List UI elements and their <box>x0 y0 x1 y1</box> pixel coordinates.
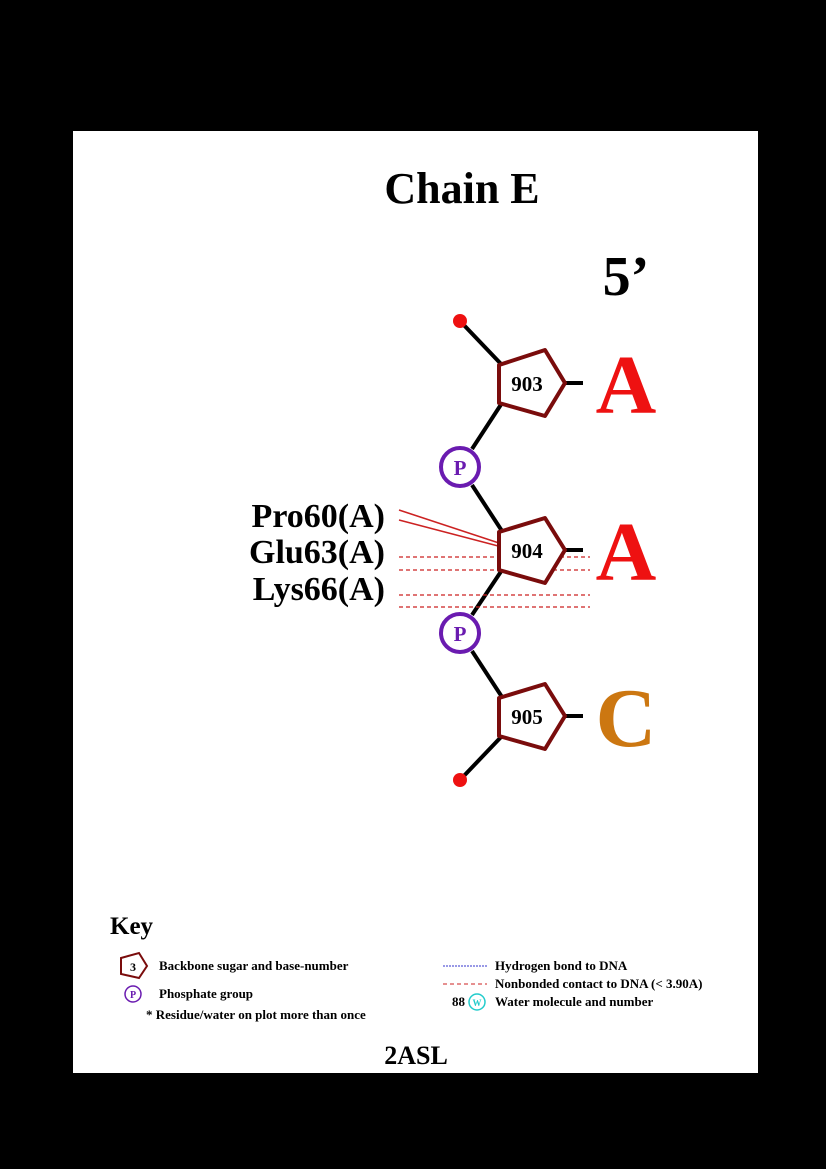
key-water-symbol: W <box>473 998 482 1008</box>
key-hbond-item: Hydrogen bond to DNA <box>443 958 628 973</box>
base-letter: A <box>596 506 657 599</box>
key-title: Key <box>110 913 154 940</box>
base-letter: C <box>596 672 657 765</box>
key-sugar-label: Backbone sugar and base-number <box>159 958 349 973</box>
chain-title: Chain E <box>384 164 539 213</box>
terminal-phosphate-dot <box>453 773 467 787</box>
sugar-904: 904 <box>497 516 567 585</box>
key-repeat-note: * Residue/water on plot more than once <box>146 1007 366 1022</box>
nonbonded-contacts <box>398 509 590 608</box>
sugar-903: 903 <box>497 348 567 418</box>
sugar-number: 905 <box>511 705 543 729</box>
key-water-number: 88 <box>452 994 466 1009</box>
key-water-item: 88 W Water molecule and number <box>452 993 654 1011</box>
base-letter: A <box>596 339 657 432</box>
sugar-905: 905 <box>497 682 567 751</box>
pdb-id: 2ASL <box>384 1041 448 1070</box>
phosphate-group: P <box>439 446 481 488</box>
residue-label: Glu63(A) <box>249 534 385 571</box>
terminal-phosphate-dot <box>453 314 467 328</box>
five-prime-label: 5’ <box>603 246 650 308</box>
key-phosphate-symbol: P <box>130 990 136 1001</box>
key-water-label: Water molecule and number <box>495 994 654 1009</box>
residue-label: Pro60(A) <box>252 498 385 535</box>
key-phosphate-item: P Phosphate group <box>124 985 253 1003</box>
phosphate-label: P <box>454 622 467 646</box>
key-sugar-number: 3 <box>130 960 136 974</box>
key-hbond-label: Hydrogen bond to DNA <box>495 958 628 973</box>
phosphate-group: P <box>439 612 481 654</box>
sugar-number: 903 <box>511 372 543 396</box>
backbone-bonds <box>458 319 583 782</box>
key-nonbonded-item: Nonbonded contact to DNA (< 3.90A) <box>443 976 702 991</box>
residue-label: Lys66(A) <box>253 571 385 608</box>
key-sugar-item: 3 Backbone sugar and base-number <box>120 951 349 980</box>
diagram-panel <box>73 131 758 1073</box>
phosphate-label: P <box>454 456 467 480</box>
sugar-number: 904 <box>511 539 543 563</box>
key-phosphate-label: Phosphate group <box>159 986 253 1001</box>
key-nonbonded-label: Nonbonded contact to DNA (< 3.90A) <box>495 976 702 991</box>
